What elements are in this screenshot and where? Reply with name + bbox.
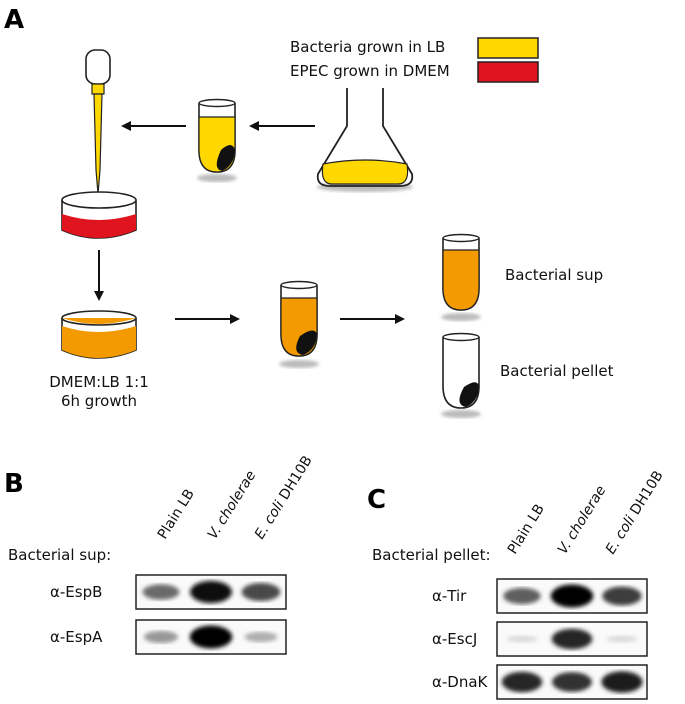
c-band-1-0 [506, 635, 538, 643]
b-lane-label-1: V. cholerae [205, 468, 260, 542]
c-lane-label-0: Plain LB [505, 502, 548, 558]
lb-culture-tube-icon [197, 98, 237, 182]
c-antibody-label-0: α-Tir [432, 587, 467, 605]
panel-label-c: C [367, 485, 386, 515]
panel-label-b: B [4, 469, 24, 499]
c-band-1-1 [551, 628, 593, 650]
b-antibody-label-0: α-EspB [50, 583, 102, 601]
mix-label-line1: DMEM:LB 1:1 [49, 373, 149, 391]
pipette-icon [85, 49, 111, 195]
b-band-1-2 [244, 631, 278, 643]
blot-b-row-title: Bacterial sup: [8, 546, 111, 564]
legend-swatch-dmem [477, 61, 539, 83]
c-lane-label-1: V. cholerae [555, 483, 610, 557]
b-band-1-0 [143, 630, 179, 644]
pellet-tube-icon [441, 332, 481, 418]
supernatant-tube-icon [441, 233, 481, 321]
mix-label-line2: 6h growth [61, 392, 137, 410]
c-antibody-label-1: α-EscJ [432, 630, 477, 648]
c-band-2-2 [601, 671, 643, 693]
legend-label-dmem: EPEC grown in DMEM [290, 62, 450, 80]
b-band-1-1 [189, 625, 233, 649]
dmem-dish-icon [61, 191, 137, 239]
c-band-2-1 [552, 672, 592, 692]
c-lane-label-2: E. coli DH10B [603, 468, 667, 557]
mixed-culture-tube-icon [279, 280, 319, 368]
c-band-0-2 [602, 586, 642, 606]
panel-label-a: A [4, 5, 24, 35]
legend-label-lb: Bacteria grown in LB [290, 38, 445, 56]
b-lane-label-0: Plain LB [155, 487, 198, 543]
blot-c-row-title: Bacterial pellet: [372, 546, 491, 564]
b-lane-label-2: E. coli DH10B [252, 453, 316, 542]
b-band-0-1 [190, 580, 232, 604]
c-band-2-0 [501, 671, 543, 693]
flask-icon [316, 88, 414, 192]
fraction-label-sup: Bacterial sup [505, 266, 603, 284]
b-band-0-0 [142, 584, 180, 600]
c-band-1-2 [606, 635, 638, 643]
b-antibody-label-1: α-EspA [50, 628, 103, 646]
legend-swatch-lb [477, 37, 539, 59]
legend: Bacteria grown in LB EPEC grown in DMEM [290, 37, 539, 83]
b-band-0-2 [241, 582, 281, 602]
fraction-label-pellet: Bacterial pellet [500, 362, 614, 380]
c-antibody-label-2: α-DnaK [432, 673, 489, 691]
mixed-culture-dish-icon [61, 310, 137, 359]
c-band-0-0 [503, 587, 541, 605]
c-band-0-1 [550, 584, 594, 608]
